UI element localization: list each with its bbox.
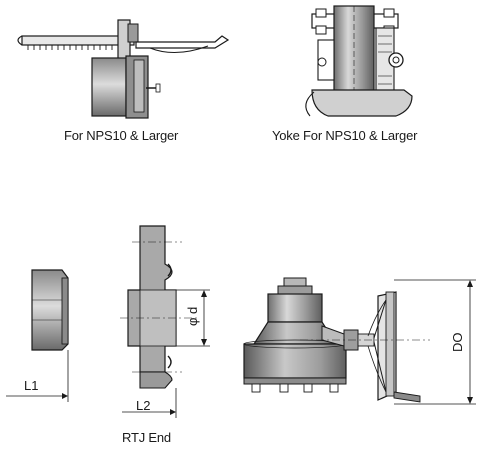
gear-operator-figure (243, 277, 476, 405)
rtj-fitting-figure (6, 269, 69, 402)
dim-label-l1: L1 (24, 378, 38, 393)
dim-label-l2: L2 (136, 398, 150, 413)
dim-label-do: DO (450, 333, 465, 353)
yoke-figure (305, 5, 413, 117)
caption-yoke: Yoke For NPS10 & Larger (272, 128, 418, 143)
caption-rtj-end: RTJ End (122, 430, 171, 445)
rtj-flange-figure (120, 225, 210, 418)
dim-label-d: φ d (185, 307, 200, 326)
caption-handwheel: For NPS10 & Larger (64, 128, 179, 143)
handwheel-operator-figure (17, 19, 230, 119)
